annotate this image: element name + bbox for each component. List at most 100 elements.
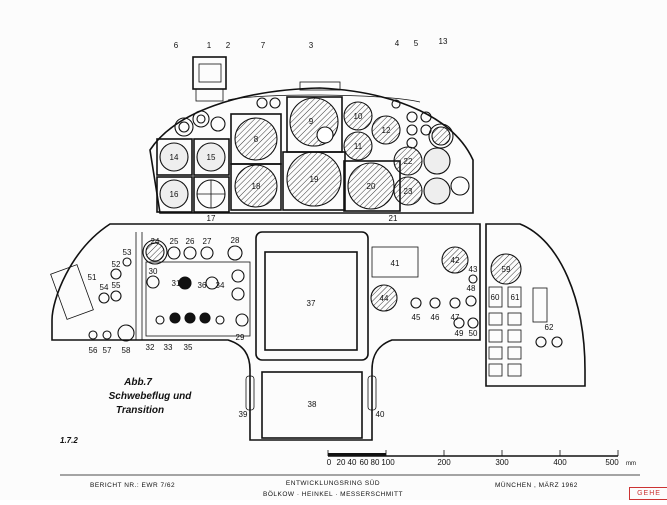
knob-47 [449, 297, 461, 309]
scale-tick-200: 200 [437, 458, 451, 467]
knob-52 [110, 268, 122, 280]
label-36: 36 [198, 281, 207, 290]
label-33: 33 [164, 343, 173, 352]
label-34: 34 [216, 281, 225, 290]
callout-17: 17 [207, 214, 216, 223]
label-39: 39 [239, 410, 248, 419]
callout-2: 2 [226, 41, 231, 50]
label-51: 51 [88, 273, 97, 282]
label-9: 9 [309, 117, 314, 126]
indicator-7a [256, 97, 268, 109]
label-16: 16 [170, 190, 179, 199]
handle-39 [245, 375, 255, 411]
instrument-14-frame [156, 138, 193, 176]
caption-line3: Transition [116, 405, 164, 416]
instrument-14 [159, 142, 189, 172]
archive-stamp: GEHE [629, 487, 667, 500]
callout-4: 4 [395, 39, 400, 48]
right-side-panel-outline [485, 223, 586, 387]
knob-46 [429, 297, 441, 309]
instrument-34a [231, 269, 245, 283]
indicator-5d [420, 111, 432, 123]
label-24: 24 [151, 237, 160, 246]
instrument-23 [393, 176, 423, 206]
label-57: 57 [103, 346, 112, 355]
knob-54 [98, 292, 110, 304]
handle-40 [367, 375, 377, 411]
footer-org-line2: BÖLKOW · HEINKEL · MESSERSCHMITT [263, 490, 403, 498]
instrument-23c [450, 176, 470, 196]
callout-5: 5 [414, 39, 419, 48]
footer-report: BERICHT NR.: EWR 7/62 [90, 482, 175, 489]
instrument-16 [159, 179, 189, 209]
gauge-6b-inner [196, 114, 206, 124]
knob-62b [551, 336, 563, 348]
knob-55 [110, 290, 122, 302]
label-55: 55 [112, 281, 121, 290]
figure-caption: Abb.7 Schwebeflug und Transition [109, 377, 193, 416]
right-switch-grid [488, 312, 522, 377]
label-29: 29 [236, 333, 245, 342]
upper-panel-inner-frame [227, 94, 421, 103]
scale-tick-400: 400 [553, 458, 567, 467]
knob-33 [169, 312, 181, 324]
scale-tick-300: 300 [495, 458, 509, 467]
knob-35b [215, 315, 225, 325]
callout-7: 7 [261, 41, 266, 50]
gauge-6b [192, 110, 210, 128]
callout-1: 1 [207, 41, 212, 50]
instrument-31 [178, 276, 192, 290]
label-35: 35 [184, 343, 193, 352]
label-32: 32 [146, 343, 155, 352]
knob-43 [468, 274, 478, 284]
display-38 [261, 371, 363, 439]
caption-line1: Abb.7 [123, 377, 152, 388]
callout-21: 21 [389, 214, 398, 223]
page-reference: 1.7.2 [60, 436, 78, 445]
label-11: 11 [354, 142, 363, 151]
instrument-23b [423, 177, 451, 205]
display-37 [264, 251, 358, 351]
callout-13: 13 [439, 37, 448, 46]
label-58: 58 [122, 346, 131, 355]
label-22: 22 [404, 157, 413, 166]
label-20: 20 [367, 182, 376, 191]
label-18: 18 [252, 182, 261, 191]
scale-bar: 0 20 40 60 80 100 200 300 400 500 mm [327, 450, 636, 467]
indicator-7b [269, 97, 281, 109]
label-40: 40 [376, 410, 385, 419]
instrument-1-face [198, 63, 222, 83]
instrument-20 [347, 162, 395, 210]
scale-tick-20: 20 [337, 458, 346, 467]
label-56: 56 [89, 346, 98, 355]
instrument-18 [234, 164, 278, 208]
instrument-15-frame [193, 138, 230, 176]
label-59: 59 [502, 265, 511, 274]
knob-49 [453, 317, 465, 329]
instrument-24 [145, 242, 165, 262]
instrument-44 [370, 284, 398, 312]
instrument-10 [343, 101, 373, 131]
label-14: 14 [170, 153, 179, 162]
instrument-19 [286, 151, 342, 207]
instrument-28 [227, 245, 243, 261]
gauge-6c [210, 116, 226, 132]
knob-29 [235, 313, 249, 327]
label-49: 49 [455, 329, 464, 338]
label-42: 42 [451, 256, 460, 265]
label-48: 48 [467, 284, 476, 293]
label-25: 25 [170, 237, 179, 246]
scale-tick-500: 500 [605, 458, 619, 467]
indicator-5a [406, 111, 418, 123]
instrument-22b [423, 147, 451, 175]
callout-3: 3 [309, 41, 314, 50]
callout-labels: 6 1 2 7 3 4 5 13 17 21 8 9 10 11 12 14 1… [88, 37, 554, 419]
label-62: 62 [545, 323, 554, 332]
scale-tick-60: 60 [360, 458, 369, 467]
callout-6: 6 [174, 41, 179, 50]
instrument-25 [167, 246, 181, 260]
label-8: 8 [254, 135, 259, 144]
display-37-frame [255, 231, 369, 361]
